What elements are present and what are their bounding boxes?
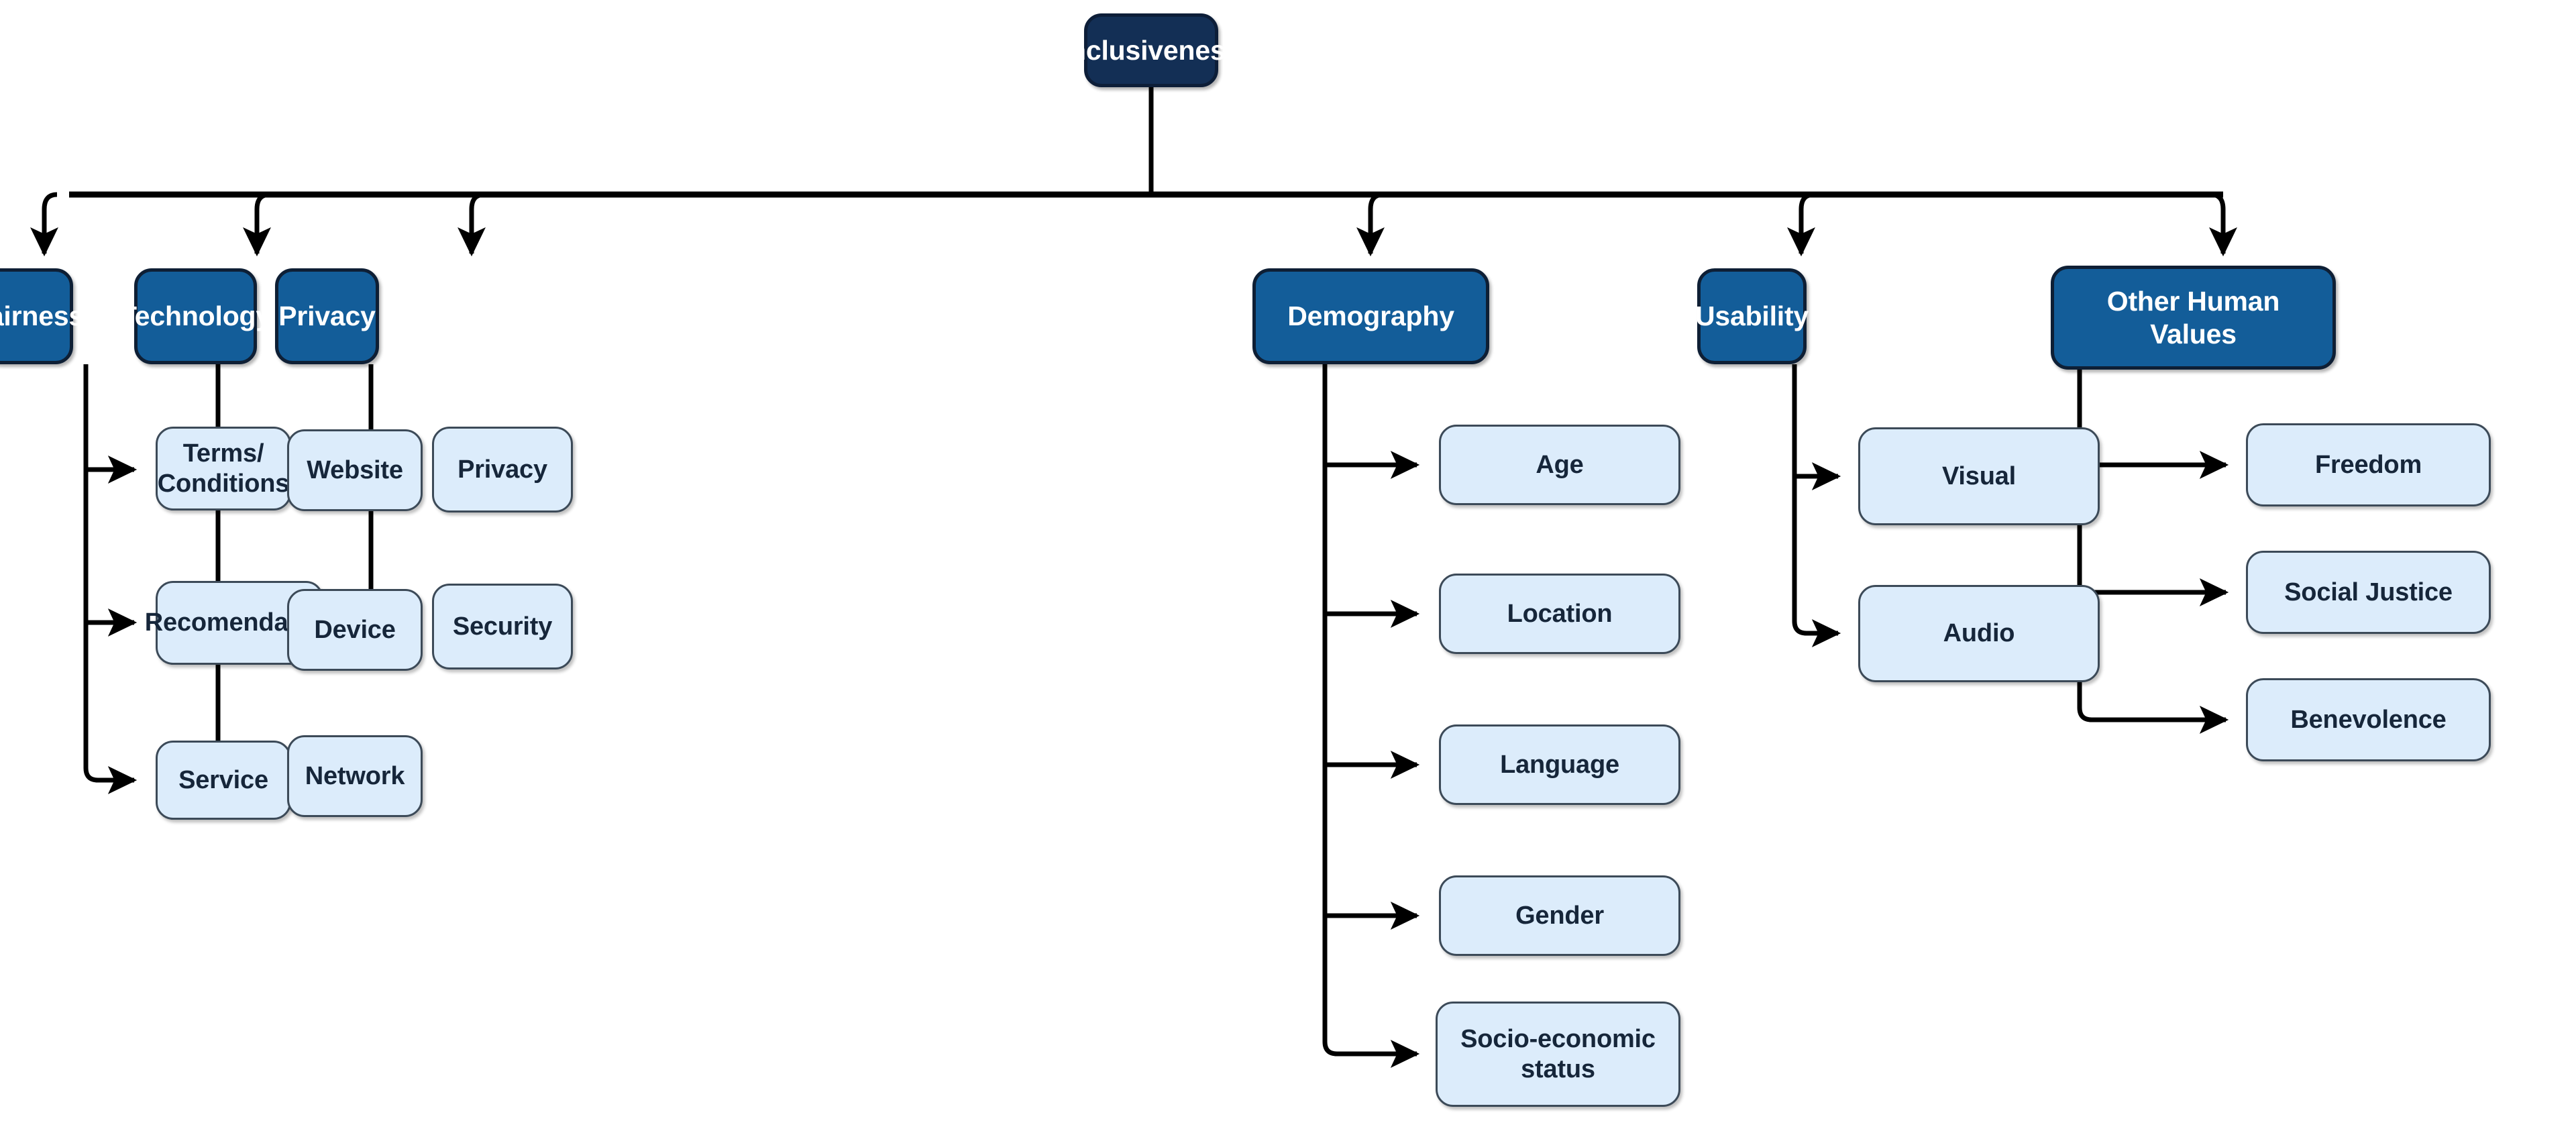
node-audio[interactable]: Audio: [1858, 585, 2100, 682]
node-fairness[interactable]: Fairness: [0, 268, 84, 364]
node-visual[interactable]: Visual: [1858, 427, 2100, 525]
edge-usability-audio: [1792, 364, 1841, 647]
edge-to-demography: [1356, 192, 1385, 257]
edge-to-privacy: [458, 192, 486, 257]
node-security[interactable]: Security: [432, 584, 573, 669]
node-social-justice[interactable]: Social Justice: [2246, 551, 2491, 634]
edge-to-technology: [243, 192, 271, 257]
node-terms-conditions[interactable]: Terms/ Conditions: [156, 427, 291, 510]
node-language[interactable]: Language: [1439, 724, 1680, 805]
node-network[interactable]: Network: [287, 735, 423, 817]
node-gender[interactable]: Gender: [1439, 875, 1680, 956]
node-benevolence[interactable]: Benevolence: [2246, 678, 2491, 761]
node-location[interactable]: Location: [1439, 574, 1680, 654]
node-socio-economic-status[interactable]: Socio-economic status: [1436, 1002, 1680, 1107]
edge-to-usability: [1787, 192, 1815, 257]
node-website[interactable]: Website: [287, 429, 423, 511]
edge-ohv-benevolence: [2077, 370, 2229, 734]
node-freedom[interactable]: Freedom: [2246, 423, 2491, 506]
edge-fairness-service: [83, 364, 138, 794]
node-technology[interactable]: Technology: [120, 268, 271, 364]
node-other-human-values[interactable]: Other Human Values: [2051, 266, 2336, 370]
edge-to-other-human-values: [2209, 192, 2237, 257]
edge-demography-socio: [1322, 364, 1420, 1068]
node-service[interactable]: Service: [156, 741, 291, 820]
node-demography[interactable]: Demography: [1252, 268, 1489, 364]
node-age[interactable]: Age: [1439, 425, 1680, 505]
node-privacy-leaf[interactable]: Privacy: [432, 427, 573, 512]
node-usability[interactable]: Usability: [1695, 268, 1809, 364]
node-device[interactable]: Device: [287, 589, 423, 671]
node-privacy[interactable]: Privacy: [275, 268, 379, 364]
node-inclusiveness[interactable]: Inclusiveness: [1062, 13, 1240, 87]
edge-to-fairness: [30, 192, 58, 257]
